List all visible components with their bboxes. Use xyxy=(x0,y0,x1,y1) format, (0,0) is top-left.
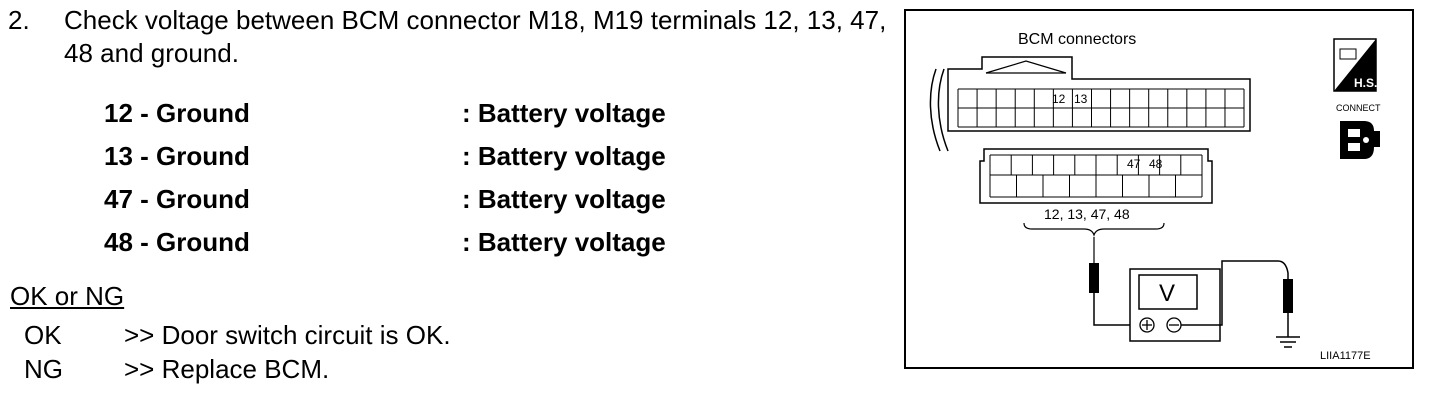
terminal-label: 13 xyxy=(1074,92,1088,106)
ok-or-ng-heading: OK or NG xyxy=(10,281,125,311)
result-key: NG xyxy=(24,354,63,384)
check-row: 48 - Ground : Battery voltage xyxy=(104,227,804,270)
harness-line xyxy=(937,68,949,152)
connector-m18: 12 13 xyxy=(947,56,1251,132)
terminal-list: 12, 13, 47, 48 xyxy=(1044,206,1130,222)
hs-label: H.S. xyxy=(1354,76,1377,90)
connect-icon xyxy=(1340,121,1380,159)
check-expected-value: : Battery voltage xyxy=(462,98,666,128)
voltmeter: V xyxy=(1129,268,1221,342)
bcm-connector-diagram: BCM connectors 12 13 47 48 12, 13, 47, 4… xyxy=(904,9,1414,369)
meter-label: V xyxy=(1159,280,1175,307)
figure-title: BCM connectors xyxy=(1018,31,1136,48)
step-number: 2. xyxy=(8,5,30,35)
connector-m19: 47 48 xyxy=(979,148,1213,204)
terminal-label: 47 xyxy=(1127,157,1141,171)
voltage-check-list: 12 - Ground : Battery voltage 13 - Groun… xyxy=(104,98,804,270)
harness-line xyxy=(929,68,941,152)
check-terminal: 47 - Ground xyxy=(104,184,250,214)
ground-icon xyxy=(1276,336,1300,348)
check-terminal: 13 - Ground xyxy=(104,141,250,171)
terminal-label: 12 xyxy=(1052,92,1066,106)
check-expected-value: : Battery voltage xyxy=(462,141,666,171)
probe-wire xyxy=(1181,260,1289,326)
probe-wire xyxy=(1093,293,1139,326)
check-expected-value: : Battery voltage xyxy=(462,227,666,257)
result-action: >> Replace BCM. xyxy=(124,354,330,384)
check-row: 13 - Ground : Battery voltage xyxy=(104,141,804,184)
result-action: >> Door switch circuit is OK. xyxy=(124,320,451,350)
check-terminal: 12 - Ground xyxy=(104,98,250,128)
step-instruction: Check voltage between BCM connector M18,… xyxy=(64,5,887,68)
terminal-brace xyxy=(1023,222,1165,237)
terminal-label: 48 xyxy=(1149,157,1163,171)
figure-id: LIIA1177E xyxy=(1320,350,1371,362)
check-expected-value: : Battery voltage xyxy=(462,184,666,214)
check-row: 47 - Ground : Battery voltage xyxy=(104,184,804,227)
positive-probe xyxy=(1089,263,1099,293)
hs-icon: H.S. xyxy=(1333,38,1377,92)
diagram-svg: BCM connectors 12 13 47 48 12, 13, 47, 4… xyxy=(929,31,1381,362)
check-terminal: 48 - Ground xyxy=(104,227,250,257)
negative-probe xyxy=(1283,279,1293,313)
result-key: OK xyxy=(24,320,62,350)
check-row: 12 - Ground : Battery voltage xyxy=(104,98,804,141)
meter-display xyxy=(1138,274,1198,310)
connect-label: CONNECT xyxy=(1336,103,1381,113)
